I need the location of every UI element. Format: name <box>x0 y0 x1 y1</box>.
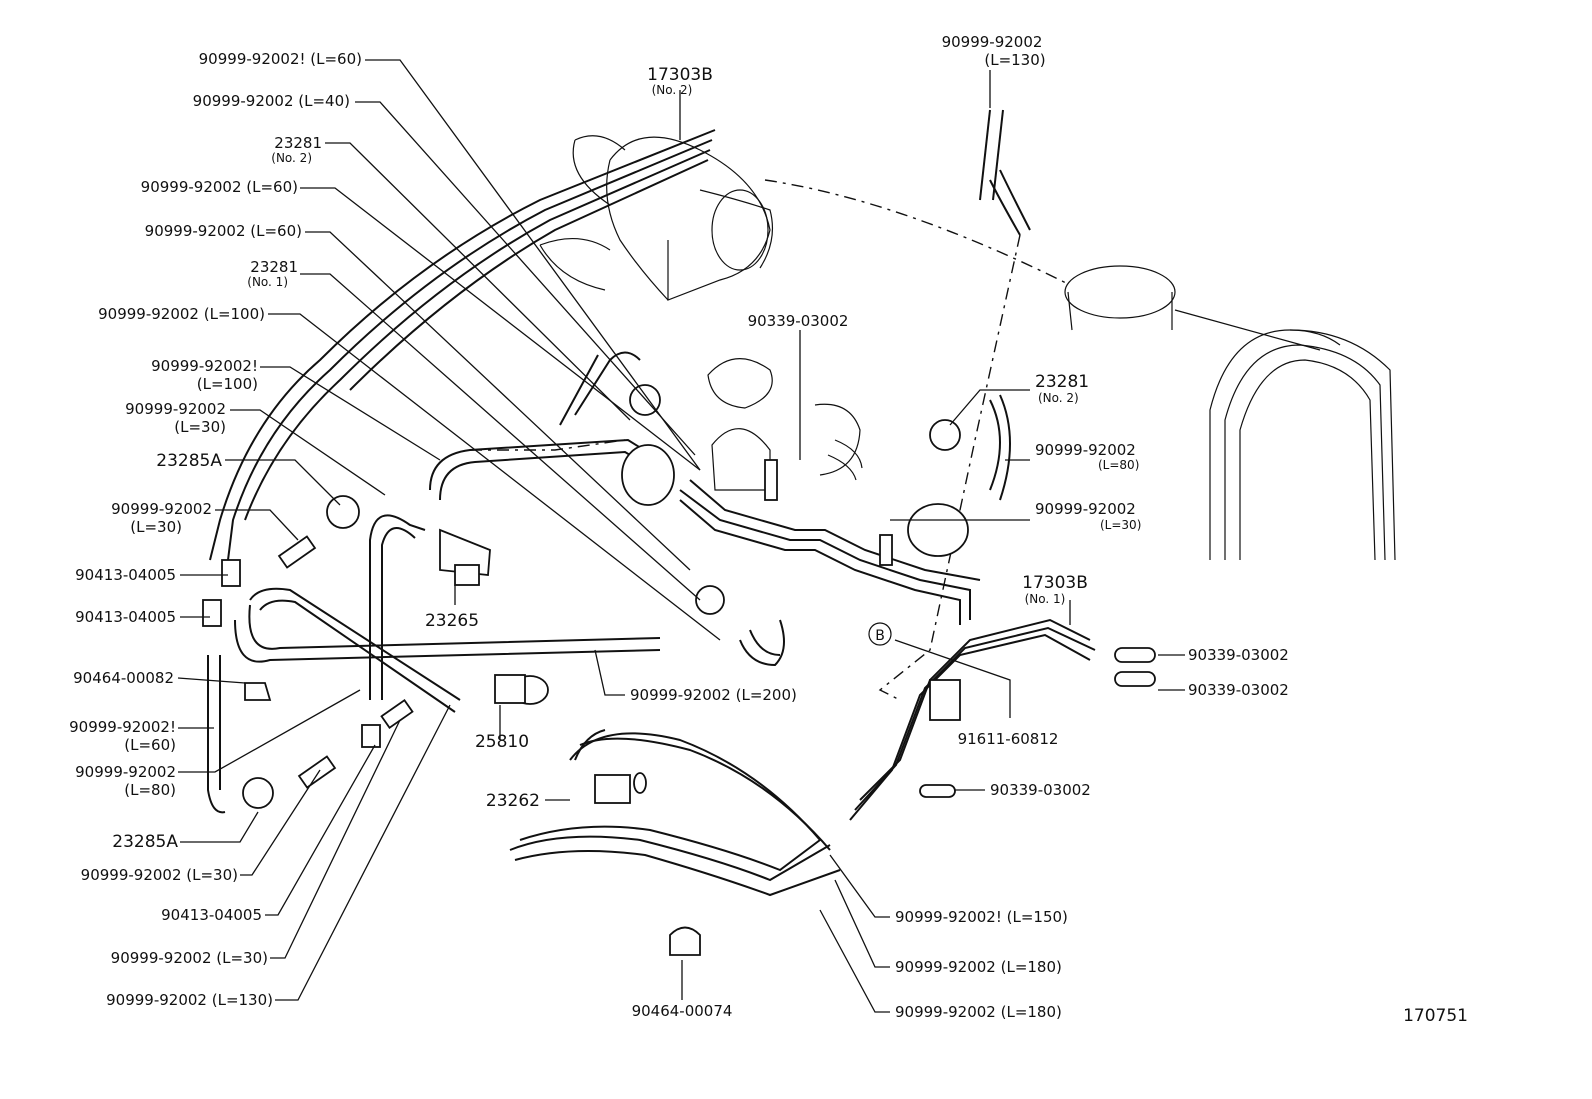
callout-90999-92002-l130-b-sub: (L=130) <box>984 51 1045 69</box>
callout-90999-92002-l100-b-sub: (L=100) <box>197 375 258 393</box>
callout-25810: 25810 <box>475 732 529 752</box>
callout-90999-92002-l40: 90999-92002 (L=40) <box>193 92 350 110</box>
callout-90999-92002-l80-b: 90999-92002 <box>1035 441 1136 459</box>
callout-90999-92002-l30-a-sub: (L=30) <box>174 418 226 436</box>
callout-90999-92002-l200: 90999-92002 (L=200) <box>630 686 797 704</box>
callout-17303b-no2-sub: (No. 2) <box>652 83 693 97</box>
callout-23281-no2-right-sub: (No. 2) <box>1038 391 1079 405</box>
callout-23285a-bottom: 23285A <box>112 832 178 852</box>
callout-90339-03002-a: 90339-03002 <box>1188 646 1289 664</box>
callout-23265: 23265 <box>425 611 479 631</box>
callout-90339-03002-c: 90339-03002 <box>990 781 1091 799</box>
callout-23281-no2-left-sub: (No. 2) <box>271 151 312 165</box>
callout-90999-92002-l60-a: 90999-92002! (L=60) <box>199 50 362 68</box>
callout-90999-92002-l180-b: 90999-92002 (L=180) <box>895 1003 1062 1021</box>
callout-91611-60812: 91611-60812 <box>958 730 1059 748</box>
callout-90999-92002-l60-c: 90999-92002 (L=60) <box>145 222 302 240</box>
callout-23281-no2-right: 23281 <box>1035 372 1089 392</box>
callout-90999-92002-l80-a: 90999-92002 <box>75 763 176 781</box>
callout-90413-04005-a: 90413-04005 <box>75 566 176 584</box>
ref-b-circle <box>868 622 892 646</box>
components <box>202 384 1156 956</box>
callout-90339-03002-top: 90339-03002 <box>748 312 849 330</box>
callout-90464-00074: 90464-00074 <box>632 1002 733 1020</box>
callout-17303b-no1: 17303B <box>1022 573 1088 593</box>
callout-90999-92002-l30-a: 90999-92002 <box>125 400 226 418</box>
callout-90339-03002-b: 90339-03002 <box>1188 681 1289 699</box>
ref-b-letter: B <box>875 628 885 644</box>
callout-90999-92002-l100-b: 90999-92002! <box>151 357 258 375</box>
callout-17303b-no1-sub: (No. 1) <box>1025 592 1066 606</box>
callout-23281-no2-left: 23281 <box>274 134 322 152</box>
callout-23285a-top: 23285A <box>156 451 222 471</box>
callout-90999-92002-l30-e-sub: (L=30) <box>1100 518 1141 532</box>
callout-90999-92002-l130-a: 90999-92002 (L=130) <box>106 991 273 1009</box>
callout-90999-92002-l30-c: 90999-92002 (L=30) <box>81 866 238 884</box>
callout-90999-92002-l30-b-sub: (L=30) <box>130 518 182 536</box>
callout-90999-92002-l30-d: 90999-92002 (L=30) <box>111 949 268 967</box>
callout-23281-no1-sub: (No. 1) <box>247 275 288 289</box>
callout-90999-92002-l30-b: 90999-92002 <box>111 500 212 518</box>
callout-90999-92002-l60-b: 90999-92002 (L=60) <box>141 178 298 196</box>
callout-90413-04005-c: 90413-04005 <box>161 906 262 924</box>
callout-90999-92002-l80-b-sub: (L=80) <box>1098 458 1139 472</box>
callout-90999-92002-l60-d: 90999-92002! <box>69 718 176 736</box>
callout-90999-92002-l60-d-sub: (L=60) <box>124 736 176 754</box>
figure-number: 170751 <box>1403 1006 1468 1026</box>
callout-17303b-no2: 17303B <box>647 65 713 85</box>
callout-23281-no1: 23281 <box>250 258 298 276</box>
callout-90999-92002-l30-e: 90999-92002 <box>1035 500 1136 518</box>
callout-90464-00082: 90464-00082 <box>73 669 174 687</box>
leader-lines <box>177 59 1185 1013</box>
callout-90999-92002-l130-b: 90999-92002 <box>942 33 1043 51</box>
callout-90413-04005-b: 90413-04005 <box>75 608 176 626</box>
callout-23262: 23262 <box>486 791 540 811</box>
callout-90999-92002-l150: 90999-92002! (L=150) <box>895 908 1068 926</box>
engine-outline <box>470 135 1396 701</box>
hose-bundle <box>207 109 1096 897</box>
callout-90999-92002-l100-a: 90999-92002 (L=100) <box>98 305 265 323</box>
callout-labels: 90999-92002! (L=60) 90999-92002 (L=40) 2… <box>69 33 1468 1026</box>
callout-90999-92002-l180-a: 90999-92002 (L=180) <box>895 958 1062 976</box>
callout-90999-92002-l80-a-sub: (L=80) <box>124 781 176 799</box>
